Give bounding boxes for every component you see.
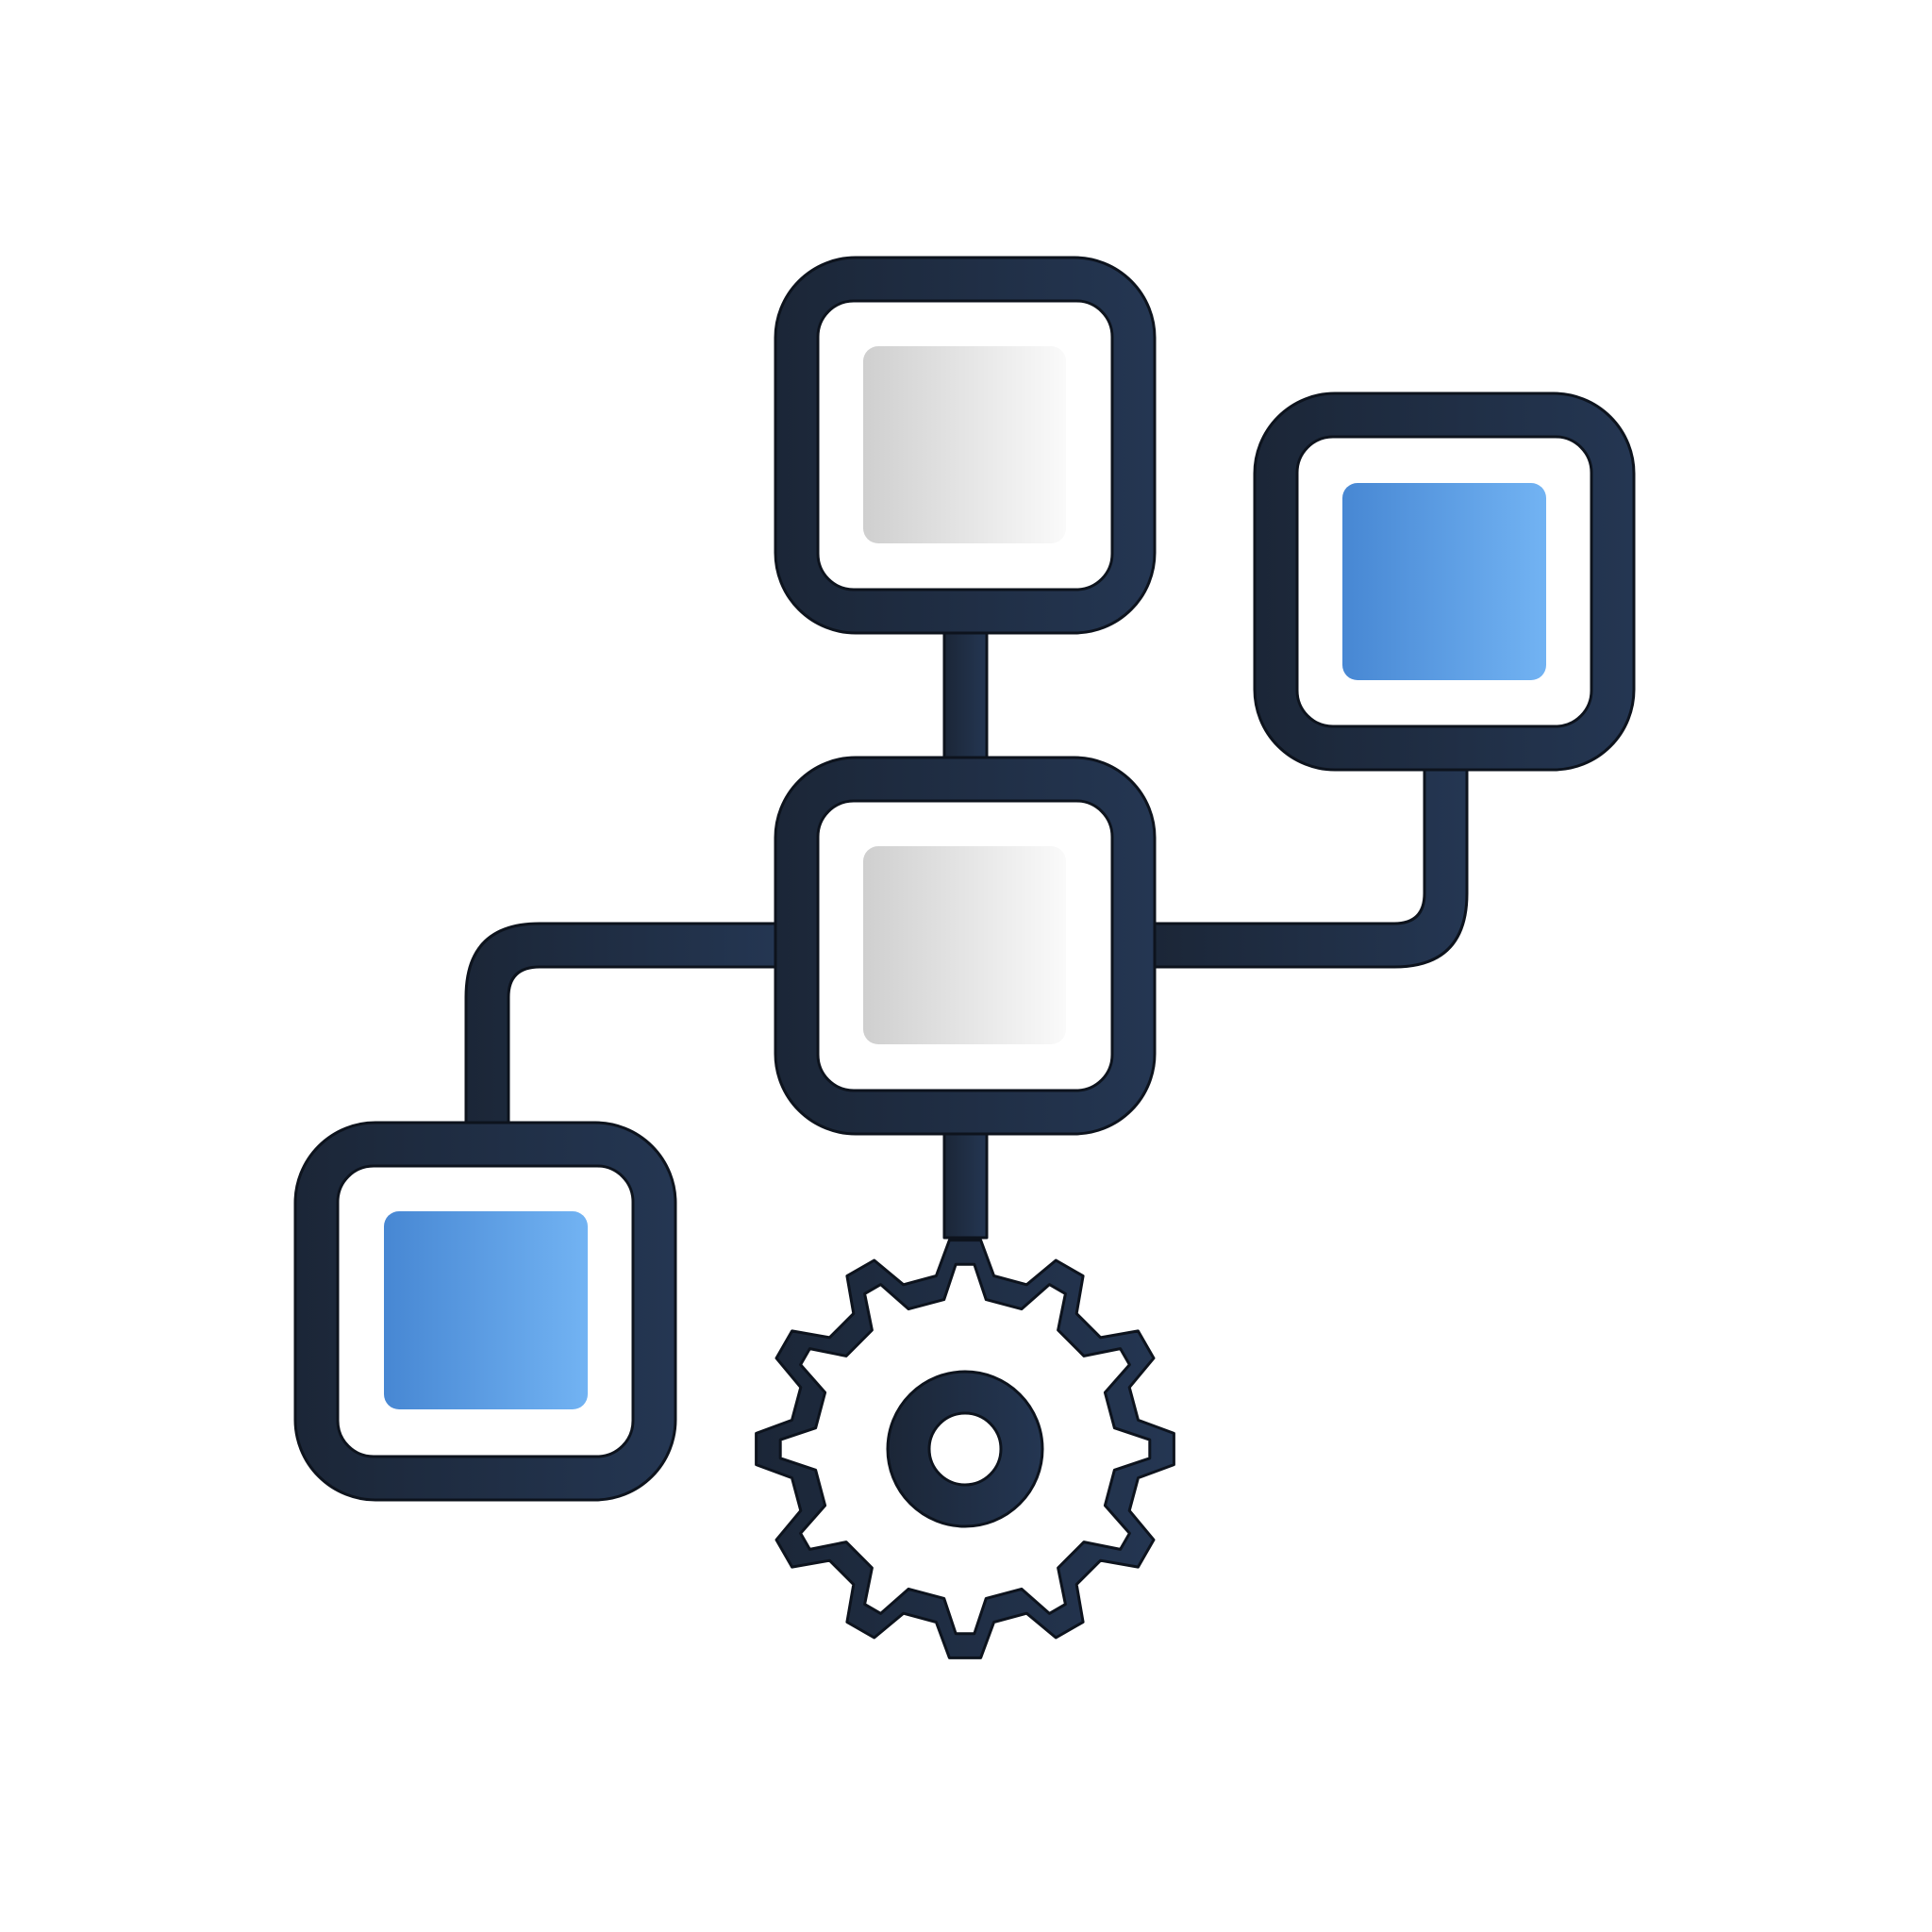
node-top-frame <box>774 256 1157 635</box>
node-left-frame <box>293 1121 677 1502</box>
node-left-fill <box>384 1211 588 1409</box>
gear-hole <box>927 1411 1003 1487</box>
node-top-fill <box>863 346 1066 543</box>
node-right <box>1253 391 1636 772</box>
node-right-fill <box>1342 483 1546 680</box>
connector-top-to-center <box>942 628 989 761</box>
node-center <box>774 756 1157 1136</box>
connector-center-to-left <box>464 922 778 1126</box>
gear-icon <box>755 1239 1175 1659</box>
connector-center-to-right <box>1152 767 1469 969</box>
node-center-fill <box>863 846 1066 1044</box>
node-top <box>774 256 1157 635</box>
connectors <box>464 628 1469 1240</box>
connector-center-to-gear <box>942 1130 989 1240</box>
gear-outline <box>755 1239 1175 1659</box>
node-left <box>293 1121 677 1502</box>
node-center-frame <box>774 756 1157 1136</box>
node-right-frame <box>1253 391 1636 772</box>
